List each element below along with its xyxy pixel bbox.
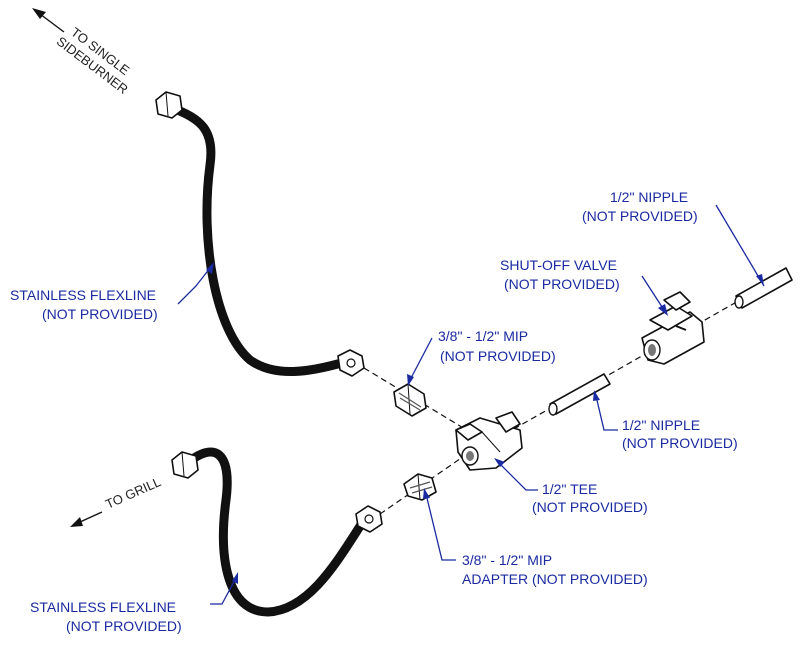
top-flexline — [155, 91, 365, 377]
label-bottom-flexline-1: STAINLESS FLEXLINE — [30, 599, 176, 615]
top-nipple — [734, 267, 793, 309]
label-top-nipple-2: (NOT PROVIDED) — [582, 208, 698, 224]
top-flexline-lower-fitting — [337, 349, 365, 377]
bottom-mip-adapter — [403, 473, 437, 501]
label-bottom-mip-2: ADAPTER (NOT PROVIDED) — [462, 571, 648, 587]
direction-arrow-to-sideburner: TO SINGLE SIDEBURNER — [32, 8, 133, 97]
label-middle-nipple-2: (NOT PROVIDED) — [622, 435, 738, 451]
callout-labels: 1/2" NIPPLE (NOT PROVIDED) SHUT-OFF VALV… — [10, 189, 738, 634]
label-top-flexline-2: (NOT PROVIDED) — [42, 306, 158, 322]
label-tee-2: (NOT PROVIDED) — [532, 499, 648, 515]
tee-fitting — [455, 411, 523, 471]
label-valve-2: (NOT PROVIDED) — [504, 276, 620, 292]
direction-arrow-to-grill: TO GRILL — [70, 474, 163, 527]
direction-label-grill: TO GRILL — [103, 474, 163, 512]
middle-nipple — [548, 373, 611, 416]
top-flexline-end-fitting — [155, 91, 183, 119]
label-top-mip-1: 3/8" - 1/2" MIP — [438, 328, 528, 344]
label-top-flexline-1: STAINLESS FLEXLINE — [10, 287, 156, 303]
label-bottom-flexline-2: (NOT PROVIDED) — [66, 618, 182, 634]
label-top-mip-2: (NOT PROVIDED) — [440, 348, 556, 364]
shut-off-valve — [641, 291, 705, 365]
bottom-flexline — [171, 447, 383, 617]
bottom-flexline-end-fitting — [171, 451, 199, 479]
label-bottom-mip-1: 3/8" - 1/2" MIP — [462, 552, 552, 568]
label-tee-1: 1/2" TEE — [542, 481, 597, 497]
bottom-flexline-upper-fitting — [355, 505, 383, 533]
leader-lines — [177, 204, 765, 605]
label-valve-1: SHUT-OFF VALVE — [500, 257, 617, 273]
top-mip-adapter — [393, 383, 427, 417]
label-middle-nipple-1: 1/2" NIPPLE — [622, 417, 700, 433]
label-top-nipple-1: 1/2" NIPPLE — [610, 189, 688, 205]
